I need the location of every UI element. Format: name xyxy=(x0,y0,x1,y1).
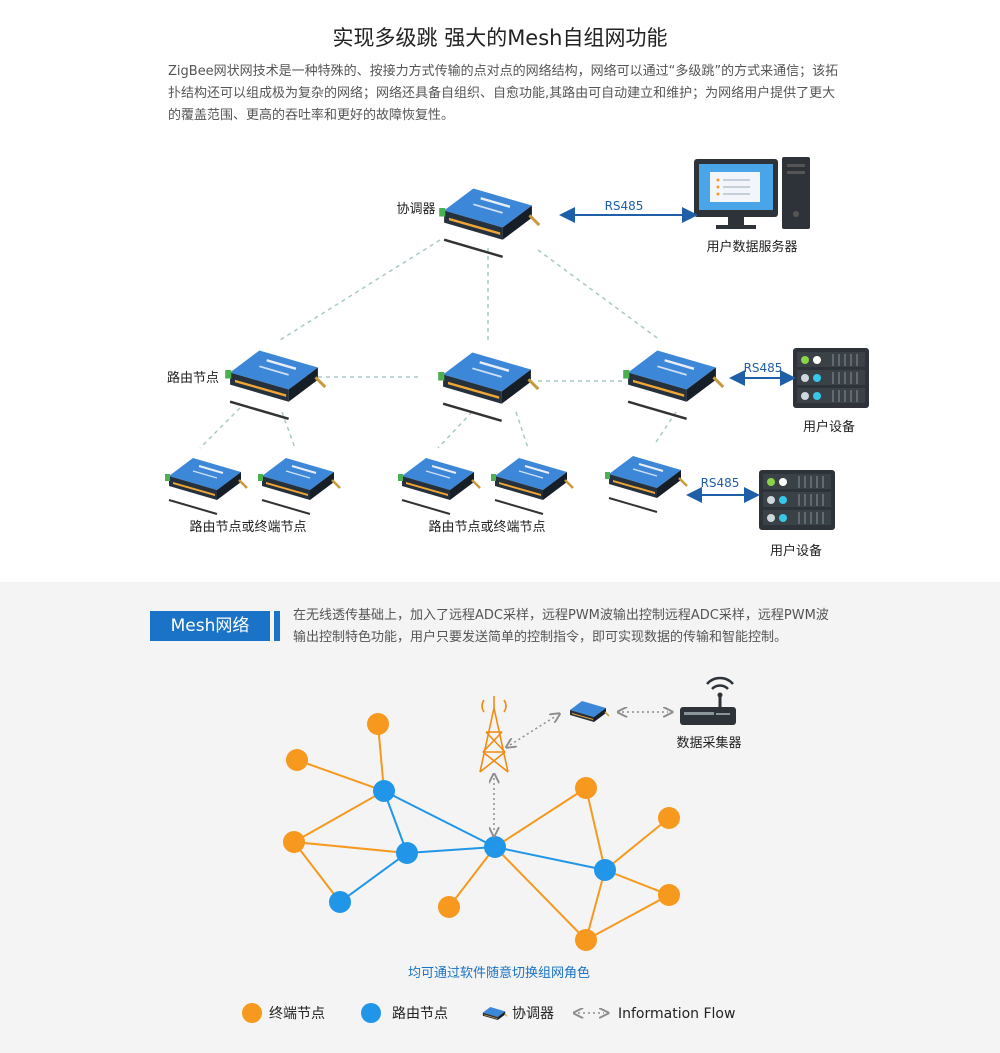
page-title: 实现多级跳 强大的Mesh自组网功能 xyxy=(332,26,668,50)
mesh-badge: Mesh网络 xyxy=(150,611,270,641)
end-node xyxy=(658,884,680,906)
mesh-section xyxy=(0,582,1000,1053)
group-label: 路由节点或终端节点 xyxy=(189,519,306,535)
router-device xyxy=(621,348,725,421)
legend-router-label: 路由节点 xyxy=(392,1006,448,1022)
topology-links xyxy=(199,239,677,449)
node-device xyxy=(603,454,689,514)
node-device xyxy=(396,456,482,516)
rs485-label: RS485 xyxy=(744,361,783,375)
coordinator-device xyxy=(569,700,610,723)
router-label: 路由节点 xyxy=(167,370,219,386)
router-node xyxy=(484,836,506,858)
end-node xyxy=(286,749,308,771)
coordinator-device xyxy=(437,186,541,259)
info-flow-arrow xyxy=(510,716,556,745)
end-node xyxy=(367,713,389,735)
data-collector-label: 数据采集器 xyxy=(676,735,741,751)
mesh-nodes xyxy=(283,713,680,951)
data-collector-icon xyxy=(680,676,736,725)
legend-info-flow-label: Information Flow xyxy=(618,1006,735,1022)
intro-paragraph: ZigBee网状网技术是一种特殊的、按接力方式传输的点对点的网络结构，网络可以通… xyxy=(168,64,839,123)
legend: 终端节点 路由节点 协调器 Information Flow xyxy=(242,1003,735,1023)
server-label: 用户数据服务器 xyxy=(706,239,797,255)
mesh-badge-bar xyxy=(274,611,280,641)
legend-coordinator-label: 协调器 xyxy=(512,1006,554,1022)
node-device xyxy=(256,456,342,516)
router-node xyxy=(594,859,616,881)
router-node xyxy=(396,842,418,864)
user-device-label: 用户设备 xyxy=(770,543,822,559)
mesh-description: 在无线透传基础上，加入了远程ADC采样，远程PWM波输出控制远程ADC采样，远程… xyxy=(293,608,829,645)
end-node xyxy=(283,831,305,853)
group-label: 路由节点或终端节点 xyxy=(428,519,545,535)
legend-end-node-label: 终端节点 xyxy=(269,1006,325,1022)
legend-coordinator-icon xyxy=(482,1006,508,1021)
end-node xyxy=(575,777,597,799)
end-node xyxy=(438,896,460,918)
mesh-diagram: 数据采集器 均可通过软件随意切换组网角色 终端节点 路由节点 协调器 Infor… xyxy=(242,676,742,1023)
router-device xyxy=(436,350,540,423)
coordinator-label: 协调器 xyxy=(396,202,435,217)
end-node xyxy=(575,929,597,951)
node-device xyxy=(489,456,575,516)
user-device-server xyxy=(792,347,870,409)
legend-router-swatch xyxy=(361,1003,381,1023)
server-computer xyxy=(694,157,810,229)
end-node xyxy=(658,807,680,829)
rs485-label: RS485 xyxy=(701,476,740,490)
router-node xyxy=(373,780,395,802)
topology-section: 实现多级跳 强大的Mesh自组网功能 ZigBee网状网技术是一种特殊的、按接力… xyxy=(163,26,870,559)
user-device-server xyxy=(758,469,836,531)
router-node xyxy=(329,891,351,913)
mesh-caption: 均可通过软件随意切换组网角色 xyxy=(408,965,590,981)
mesh-links xyxy=(293,723,670,941)
node-device xyxy=(163,456,249,516)
tower-icon xyxy=(479,696,509,773)
legend-end-node-swatch xyxy=(242,1003,262,1023)
rs485-label: RS485 xyxy=(605,199,644,213)
topology-diagram: RS485 RS485 RS485 协调器 用户数据服务器 路由节点 用户设备 … xyxy=(163,157,870,559)
user-device-label: 用户设备 xyxy=(803,419,855,435)
